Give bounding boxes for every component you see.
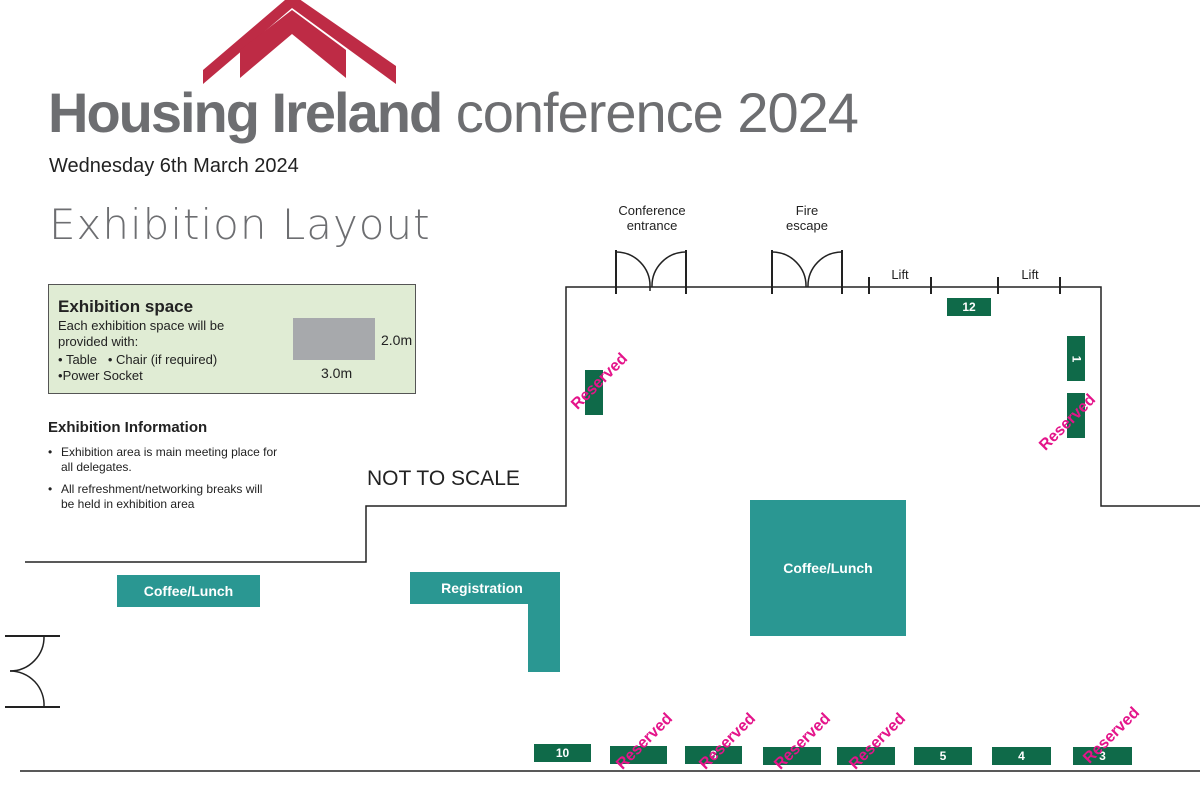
stand-6: [837, 747, 895, 765]
legend-depth-label: 2.0m: [381, 332, 413, 348]
stand-8: 8: [685, 746, 742, 764]
logo-roof-inner-icon: [240, 10, 346, 78]
stand-7: [763, 747, 821, 765]
fire-escape-door-icon: [771, 250, 843, 294]
legend-description-text: Each exhibition space will be provided w…: [58, 318, 225, 349]
coffee-lunch-zone-left: Coffee/Lunch: [117, 575, 260, 607]
lift-label: Lift: [891, 267, 909, 282]
info-bullet: All refreshment/networking breaks will b…: [48, 482, 278, 512]
stand-reserved-left: [585, 370, 603, 415]
legend-item-bullet: •: [58, 368, 63, 383]
stand-10: 10: [534, 744, 591, 762]
stand-9: [610, 746, 667, 764]
conference-title: Housing Ireland conference 2024: [48, 80, 859, 146]
wall-outline-left: [25, 286, 1200, 563]
legend-item-bullet: •: [107, 352, 117, 367]
conference-entrance-label: Conference entrance: [618, 203, 686, 233]
coffee-lunch-zone-center: Coffee/Lunch: [750, 500, 906, 636]
fire-escape-label: Fire escape: [786, 203, 828, 233]
brand-subtitle: conference 2024: [455, 81, 859, 144]
legend-stand-swatch: [293, 318, 375, 360]
page-title: Exhibition Layout: [49, 200, 431, 249]
legend-description: Each exhibition space will be provided w…: [58, 318, 258, 384]
legend-width-label: 3.0m: [321, 365, 353, 381]
legend-item-power: Power Socket: [62, 368, 143, 383]
registration-zone-shape: [410, 572, 560, 672]
scale-note: NOT TO SCALE: [367, 467, 520, 490]
registration-zone-label: Registration: [441, 580, 523, 596]
stand-2: [1067, 393, 1085, 438]
brand-name: Housing Ireland: [48, 81, 443, 144]
stand-12: 12: [947, 298, 991, 316]
stand-5: 5: [914, 747, 972, 765]
info-heading: Exhibition Information: [48, 419, 208, 436]
conference-entrance-door-icon: [615, 250, 687, 294]
info-bullet: Exhibition area is main meeting place fo…: [48, 445, 278, 475]
legend-heading: Exhibition space: [58, 297, 194, 316]
logo-roof-icon: [203, 0, 396, 84]
side-door-icon: [5, 635, 60, 708]
legend-item-chair: Chair (if required): [116, 352, 218, 367]
info-list: Exhibition area is main meeting place fo…: [48, 445, 278, 519]
legend-box: Exhibition space Each exhibition space w…: [48, 284, 416, 394]
legend-item-bullet: •: [58, 352, 66, 367]
legend-item-table: Table: [65, 352, 98, 367]
lift-label: Lift: [1021, 267, 1039, 282]
lift-marker-icon: [868, 277, 1061, 294]
stand-1: 1: [1067, 336, 1085, 381]
stand-4: 4: [992, 747, 1051, 765]
event-date: Wednesday 6th March 2024: [49, 155, 299, 177]
stand-1-label: 1: [1069, 355, 1083, 362]
stand-3: 3: [1073, 747, 1132, 765]
